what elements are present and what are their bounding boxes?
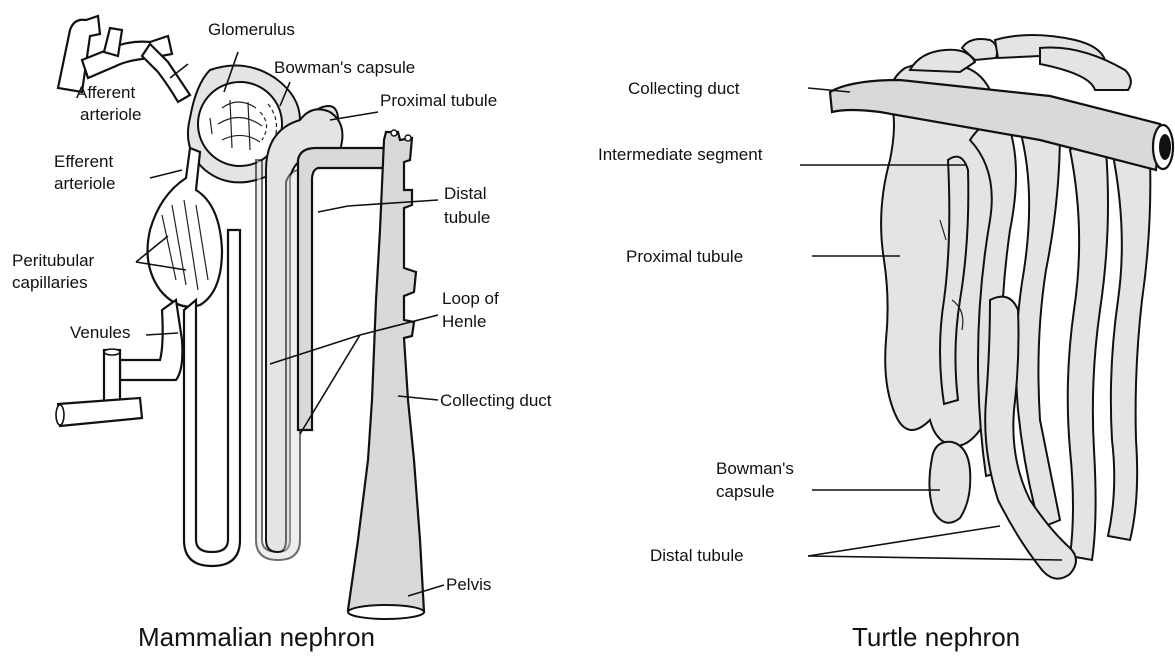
label-turtle-bowmans-2: capsule	[716, 482, 775, 501]
turtle-nephron-drawing: Collecting duct Intermediate segment Pro…	[598, 35, 1173, 652]
label-efferent-2: arteriole	[54, 174, 115, 193]
label-peritubular-1: Peritubular	[12, 251, 95, 270]
label-venules: Venules	[70, 323, 131, 342]
caption-mammalian-nephron: Mammalian nephron	[138, 622, 375, 652]
label-loop-1: Loop of	[442, 289, 499, 308]
label-distal-2: tubule	[444, 208, 490, 227]
mammalian-nephron-drawing: Glomerulus Bowman's capsule Afferent art…	[12, 16, 552, 652]
label-loop-2: Henle	[442, 312, 486, 331]
label-turtle-intermediate-segment: Intermediate segment	[598, 145, 763, 164]
label-efferent-1: Efferent	[54, 152, 114, 171]
label-peritubular-2: capillaries	[12, 273, 88, 292]
label-proximal-tubule: Proximal tubule	[380, 91, 497, 110]
label-collecting-duct-mammal: Collecting duct	[440, 391, 552, 410]
label-pelvis: Pelvis	[446, 575, 491, 594]
label-turtle-proximal-tubule: Proximal tubule	[626, 247, 743, 266]
label-glomerulus: Glomerulus	[208, 20, 295, 39]
label-bowmans-capsule: Bowman's capsule	[274, 58, 415, 77]
label-turtle-distal-tubule: Distal tubule	[650, 546, 744, 565]
label-distal-1: Distal	[444, 184, 487, 203]
caption-turtle-nephron: Turtle nephron	[852, 622, 1020, 652]
label-afferent-1: Afferent	[76, 83, 136, 102]
turtle-bowmans-capsule	[929, 442, 970, 523]
label-afferent-2: arteriole	[80, 105, 141, 124]
label-turtle-bowmans-1: Bowman's	[716, 459, 794, 478]
label-turtle-collecting-duct: Collecting duct	[628, 79, 740, 98]
